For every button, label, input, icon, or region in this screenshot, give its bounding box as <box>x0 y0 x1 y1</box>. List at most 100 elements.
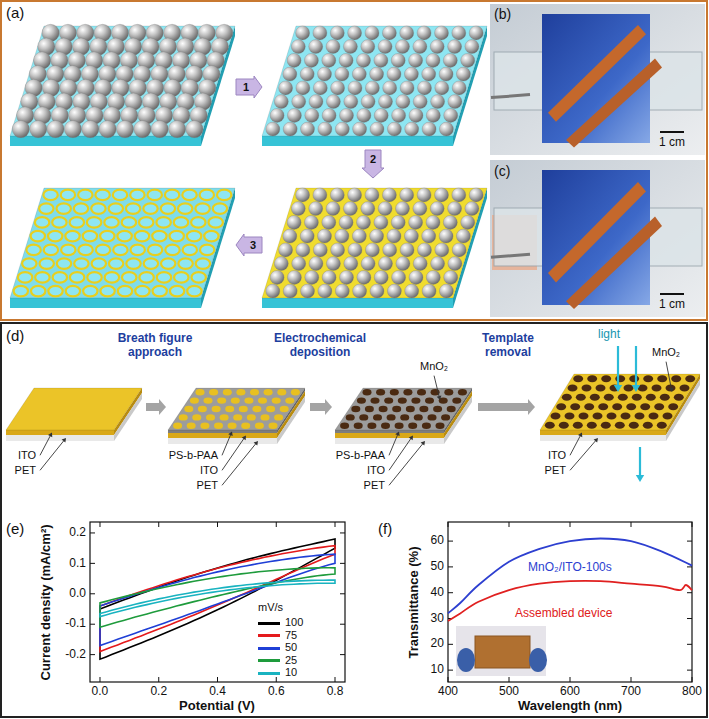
sphere <box>309 40 323 54</box>
pore <box>198 406 207 412</box>
mno2-dot <box>384 397 393 403</box>
tick <box>692 522 693 527</box>
tick <box>687 670 692 671</box>
leader-line <box>222 443 256 485</box>
step-arrow <box>236 76 262 98</box>
ring <box>57 203 71 213</box>
step-arrow <box>362 150 384 178</box>
leader-line-head <box>409 436 413 441</box>
sphere <box>370 229 384 243</box>
sphere <box>400 26 414 40</box>
mno2-dot <box>615 422 625 429</box>
pore <box>272 397 281 403</box>
sphere <box>382 188 396 202</box>
ring <box>139 217 153 227</box>
sphere <box>340 270 354 284</box>
ring <box>200 245 214 255</box>
sphere <box>469 188 483 202</box>
sphere <box>383 243 397 257</box>
plot-frame <box>448 522 692 682</box>
sphere <box>435 243 449 257</box>
mno2-dot <box>579 413 589 420</box>
tick <box>631 677 632 682</box>
slab-top <box>335 388 472 430</box>
sphere <box>330 188 344 202</box>
sphere <box>391 215 405 229</box>
step-number: 2 <box>370 153 376 166</box>
sphere <box>344 95 358 109</box>
tick-label: 20 <box>431 637 444 651</box>
sphere <box>270 108 284 122</box>
tick <box>448 541 453 542</box>
ring <box>113 190 127 200</box>
ring <box>35 272 49 282</box>
sphere <box>270 270 284 284</box>
sphere <box>378 40 392 54</box>
sphere <box>443 215 457 229</box>
sphere <box>318 229 332 243</box>
ring <box>217 190 231 200</box>
pore <box>196 389 205 395</box>
ring <box>66 286 80 296</box>
ring <box>153 286 167 296</box>
sphere <box>439 122 453 136</box>
ring <box>182 190 196 200</box>
mno2-dot <box>559 422 569 429</box>
sphere <box>456 229 470 243</box>
sphere <box>448 40 462 54</box>
sphere <box>374 270 388 284</box>
mno2-dot <box>593 413 603 420</box>
sphere <box>283 284 297 298</box>
legend-swatch <box>258 659 280 662</box>
ring <box>187 231 201 241</box>
mno2-dot <box>573 422 583 429</box>
legend-text: 50 <box>285 641 297 654</box>
sphere <box>335 229 349 243</box>
sphere <box>452 26 466 40</box>
sphere <box>413 257 427 271</box>
sphere <box>357 270 371 284</box>
sphere <box>318 67 332 81</box>
mno2-dot <box>615 375 625 382</box>
mno2-dot <box>411 397 420 403</box>
sphere <box>374 215 388 229</box>
sphere <box>413 40 427 54</box>
sphere <box>287 108 301 122</box>
mno2-dot <box>601 422 611 429</box>
film-strip <box>548 25 646 122</box>
ring <box>52 217 66 227</box>
sphere <box>313 26 327 40</box>
step-label: Breath figure approach <box>99 332 211 360</box>
ring <box>161 203 175 213</box>
sphere <box>426 215 440 229</box>
sphere <box>469 26 483 40</box>
pore <box>241 423 250 429</box>
sphere <box>343 202 357 216</box>
ring <box>48 286 62 296</box>
tick-label: 0.2 <box>69 526 86 540</box>
slab-top <box>6 388 142 430</box>
step-number: 1 <box>243 81 249 94</box>
tick <box>340 654 345 655</box>
mno2-dot <box>395 423 404 429</box>
slab-front <box>540 430 666 435</box>
sphere <box>387 67 401 81</box>
sphere <box>422 67 436 81</box>
ring <box>117 231 131 241</box>
sphere <box>361 202 375 216</box>
pore <box>209 389 218 395</box>
pore <box>291 389 300 395</box>
tick-label: 10 <box>431 663 444 677</box>
sphere <box>318 122 332 136</box>
sphere <box>151 121 168 138</box>
ring <box>195 203 209 213</box>
ring <box>126 258 140 268</box>
mno2-dot <box>584 403 594 410</box>
mno2-dot <box>643 422 653 429</box>
sphere <box>439 67 453 81</box>
sphere <box>313 188 327 202</box>
tick <box>448 522 449 527</box>
photo-background <box>490 4 705 155</box>
sphere <box>370 284 384 298</box>
sphere <box>322 53 336 67</box>
